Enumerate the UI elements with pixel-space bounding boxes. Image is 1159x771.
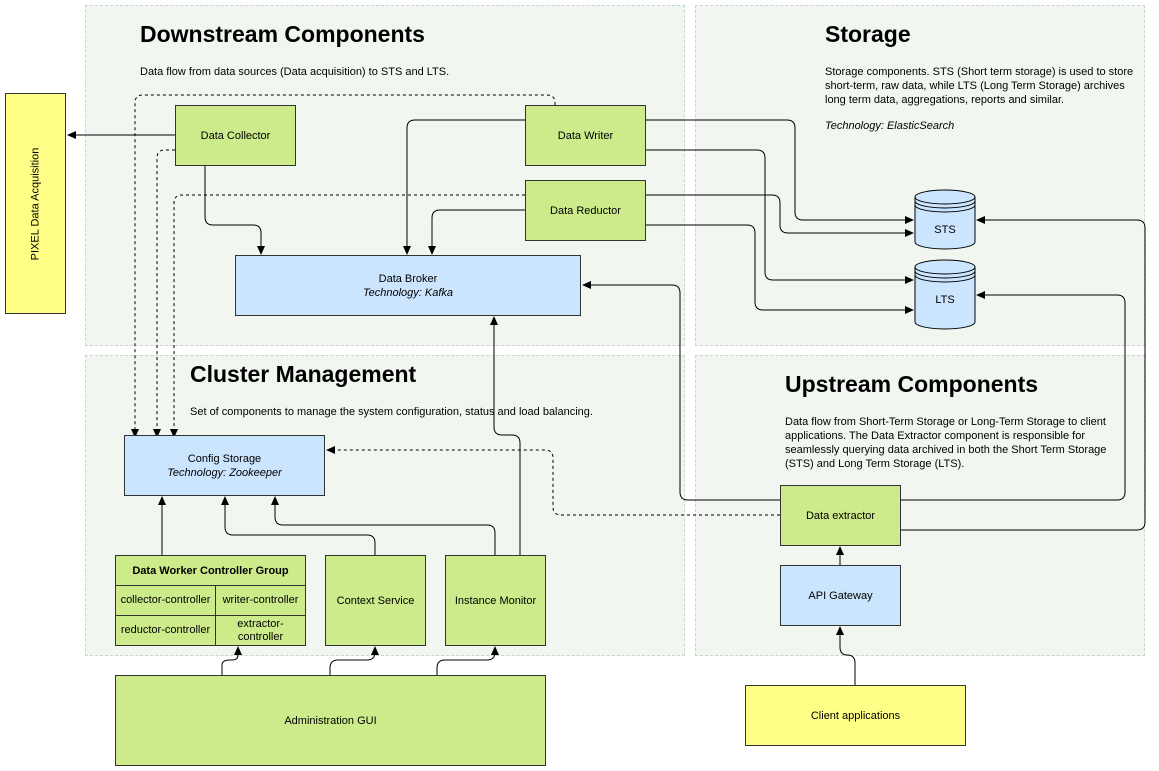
storage-description-text: Storage components. STS (Short term stor… — [825, 66, 1134, 106]
context-service-label: Context Service — [336, 594, 415, 607]
api-gateway-label: API Gateway — [808, 589, 873, 602]
edge-clients-to-gateway — [836, 626, 856, 685]
edge-extractor-to-config — [326, 446, 780, 516]
edge-monitor-to-config — [271, 496, 496, 555]
api-gateway-node[interactable]: API Gateway — [780, 565, 901, 626]
edge-reductor-to-lts — [645, 224, 914, 314]
edge-monitor-to-broker — [490, 316, 521, 555]
data-broker-technology: Technology: Kafka — [362, 286, 454, 299]
edge-writer-to-lts — [645, 149, 914, 284]
storage-technology: Technology: ElasticSearch — [825, 119, 1125, 133]
pixel-data-acquisition[interactable]: PIXEL Data Acquisition — [5, 93, 66, 314]
edge-extractor-to-broker — [582, 281, 780, 501]
edge-context-to-config — [221, 496, 376, 555]
edge-reductor-to-sts — [645, 194, 914, 237]
edge-reductor-to-config — [170, 194, 525, 438]
administration-gui-node[interactable]: Administration GUI — [115, 675, 546, 766]
edge-writer-to-sts — [645, 119, 914, 224]
writer-controller-cell[interactable]: writer-controller — [215, 585, 306, 616]
context-service-node[interactable]: Context Service — [325, 555, 426, 646]
downstream-title: Downstream Components — [140, 21, 425, 47]
storage-technology-text: Technology: ElasticSearch — [825, 120, 955, 132]
cluster-description: Set of components to manage the system c… — [190, 406, 593, 418]
data-writer-label: Data Writer — [557, 129, 614, 142]
upstream-region — [695, 355, 1145, 656]
client-applications-label: Client applications — [810, 709, 901, 722]
collector-controller-cell[interactable]: collector-controller — [115, 585, 216, 616]
sts-label[interactable]: STS — [934, 224, 956, 236]
edge-writer-to-broker — [403, 119, 525, 255]
edge-admin-to-context — [329, 646, 379, 675]
edge-reductor-to-broker — [428, 209, 525, 255]
lts-label[interactable]: LTS — [935, 294, 955, 306]
lts-database-shape — [914, 259, 976, 330]
edge-extractor-to-sts — [900, 216, 1146, 531]
worker-group-title: Data Worker Controller Group — [132, 565, 289, 577]
edge-extractor-to-lts — [900, 291, 1126, 501]
data-extractor-node[interactable]: Data extractor — [780, 485, 901, 546]
config-storage-technology: Technology: Zookeeper — [167, 466, 282, 479]
downstream-description: Data flow from data sources (Data acquis… — [140, 66, 450, 78]
data-reductor-label: Data Reductor — [550, 204, 621, 217]
client-applications-node[interactable]: Client applications — [745, 685, 966, 746]
sts-database-shape — [914, 189, 976, 250]
edge-writer-to-config — [131, 94, 556, 438]
pixel-label: PIXEL Data Acquisition — [29, 147, 42, 260]
edge-collector-to-broker — [204, 165, 265, 255]
storage-title: Storage — [825, 21, 911, 47]
data-collector-label: Data Collector — [200, 129, 271, 142]
cluster-title: Cluster Management — [190, 361, 417, 387]
upstream-title: Upstream Components — [785, 371, 1039, 397]
administration-gui-label: Administration GUI — [284, 714, 377, 727]
instance-monitor-label: Instance Monitor — [454, 594, 537, 607]
data-reductor-node[interactable]: Data Reductor — [525, 180, 646, 241]
edge-admin-to-monitor — [436, 646, 499, 675]
edge-admin-to-workers — [221, 646, 242, 675]
config-storage-label: Config Storage — [187, 452, 262, 465]
edge-collector-to-config — [153, 149, 175, 438]
data-collector-node[interactable]: Data Collector — [175, 105, 296, 166]
data-broker-label: Data Broker — [378, 272, 438, 285]
data-extractor-label: Data extractor — [805, 509, 876, 522]
instance-monitor-node[interactable]: Instance Monitor — [445, 555, 546, 646]
upstream-description: Data flow from Short-Term Storage or Lon… — [785, 416, 1107, 470]
data-writer-node[interactable]: Data Writer — [525, 105, 646, 166]
reductor-controller-cell[interactable]: reductor-controller — [115, 615, 216, 646]
data-broker-node[interactable]: Data Broker Technology: Kafka — [235, 255, 581, 316]
extractor-controller-cell[interactable]: extractor-controller — [215, 615, 306, 646]
config-storage-node[interactable]: Config Storage Technology: Zookeeper — [124, 435, 325, 496]
storage-description: Storage components. STS (Short term stor… — [825, 65, 1140, 107]
